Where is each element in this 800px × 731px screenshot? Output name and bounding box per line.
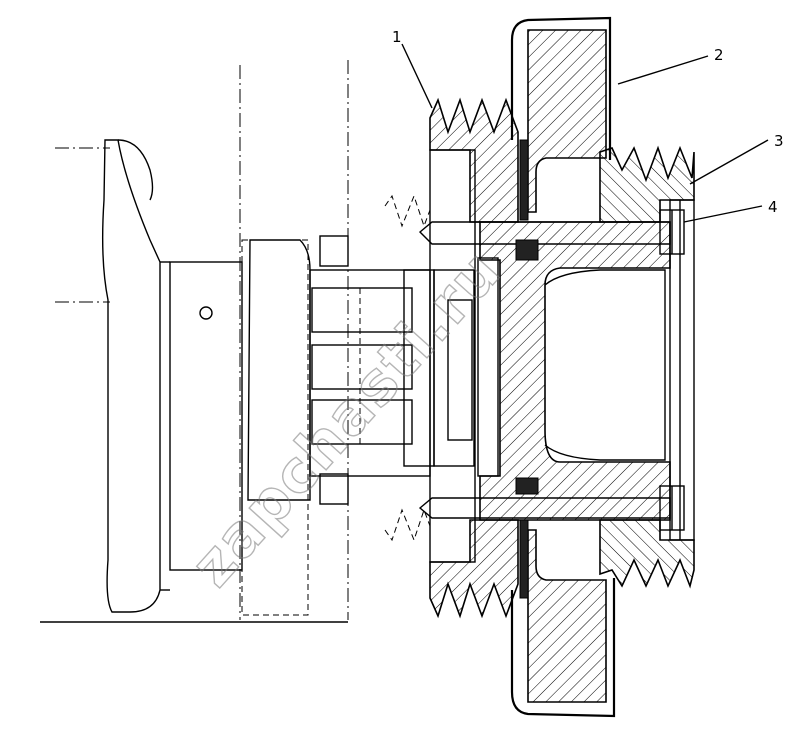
- watermark: zapchasti.ru: [178, 236, 514, 599]
- callout-2: 2: [714, 46, 724, 64]
- torsional-damper: [510, 16, 616, 718]
- pulley-bolts: [384, 194, 685, 542]
- leader-lines: [401, 43, 769, 223]
- callout-1: 1: [392, 28, 402, 46]
- crank-flange: [101, 139, 170, 613]
- crank-pulley: [429, 97, 695, 619]
- callout-3: 3: [774, 132, 784, 150]
- engine-block-outline: [40, 60, 349, 623]
- callout-4: 4: [768, 198, 778, 216]
- seal-rings: [477, 239, 539, 495]
